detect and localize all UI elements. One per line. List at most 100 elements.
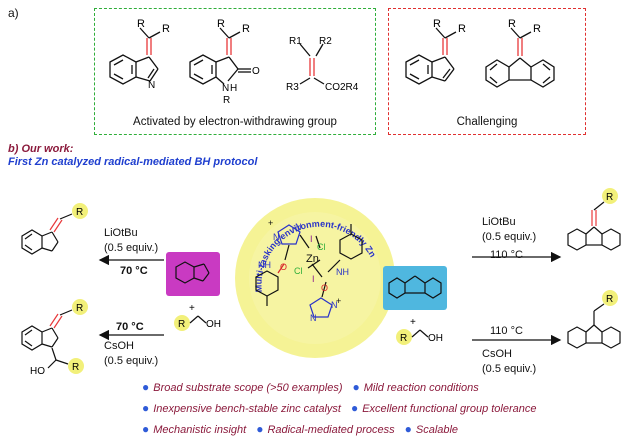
atom-I-2: I bbox=[312, 274, 315, 284]
atom-O-3: O bbox=[321, 283, 328, 293]
atom-Cl-2: Cl bbox=[294, 266, 303, 276]
atom-R-16: R bbox=[606, 294, 613, 305]
part-a-label: a) bbox=[8, 6, 19, 20]
atom-R-8: R bbox=[508, 18, 516, 30]
atom-NH-1: NH bbox=[258, 260, 271, 270]
indene-structure bbox=[175, 261, 210, 284]
atom-N-4: N bbox=[295, 222, 302, 232]
bullet-dot-icon: ● bbox=[352, 380, 360, 394]
challenging-box bbox=[388, 8, 586, 135]
left-top-conditions: LiOtBu (0.5 equiv.) bbox=[104, 226, 158, 256]
atom-I-1: I bbox=[310, 234, 313, 244]
oxindole-structure bbox=[189, 27, 251, 85]
right-top-temp: 110 °C bbox=[490, 249, 523, 261]
indene-box bbox=[166, 252, 220, 296]
atom-R-3: R bbox=[217, 18, 225, 30]
bullet-1: Broad substrate scope (>50 examples) bbox=[153, 382, 343, 394]
atom-CO2R4: CO2R4 bbox=[325, 82, 359, 93]
bullet-dot-icon: ● bbox=[142, 422, 150, 436]
product-right-bottom bbox=[567, 303, 621, 349]
plus-4: + bbox=[410, 317, 416, 328]
bullet-row-1: ●Broad substrate scope (>50 examples)●Mi… bbox=[142, 380, 479, 394]
plus-3: + bbox=[189, 303, 195, 314]
left-top-equiv: (0.5 equiv.) bbox=[104, 242, 159, 254]
atom-R-1: R bbox=[137, 18, 145, 30]
bullet-5: Mechanistic insight bbox=[153, 424, 247, 436]
bullet-4: Excellent functional group tolerance bbox=[362, 403, 537, 415]
atom-R3: R3 bbox=[286, 82, 299, 93]
atom-R-14: R bbox=[72, 362, 79, 373]
right-bottom-equiv: (0.5 equiv.) bbox=[482, 363, 537, 375]
left-bottom-conditions: CsOH (0.5 equiv.) bbox=[104, 339, 158, 369]
benzofulvene-structure bbox=[405, 27, 457, 85]
atom-R1: R1 bbox=[289, 36, 302, 47]
right-bottom-base: CsOH bbox=[482, 348, 512, 360]
atom-R-10: R bbox=[178, 319, 185, 330]
atom-N-5: N bbox=[310, 313, 317, 323]
right-bottom-conditions: CsOH (0.5 equiv.) bbox=[482, 347, 536, 377]
bullet-row-2: ●Inexpensive bench-stable zinc catalyst●… bbox=[142, 401, 537, 415]
our-work-label: b) Our work: bbox=[8, 143, 74, 155]
bullet-row-3: ●Mechanistic insight●Radical-mediated pr… bbox=[142, 422, 458, 436]
product-left-bottom bbox=[21, 309, 73, 369]
left-bottom-equiv: (0.5 equiv.) bbox=[104, 355, 159, 367]
atom-R-6: R bbox=[433, 18, 441, 30]
left-bottom-base: CsOH bbox=[104, 340, 134, 352]
bullet-dot-icon: ● bbox=[404, 422, 412, 436]
bullet-dot-icon: ● bbox=[142, 380, 150, 394]
atom-Zn: Zn bbox=[306, 253, 319, 265]
bullet-dot-icon: ● bbox=[256, 422, 264, 436]
atom-R-12: R bbox=[76, 207, 83, 218]
part-b-scheme: Multi-tasking environment-friendly Zn ca… bbox=[0, 180, 621, 377]
right-bottom-temp: 110 °C bbox=[490, 325, 523, 337]
zn-complex bbox=[255, 224, 363, 318]
atom-R-2: R bbox=[162, 23, 170, 35]
activated-caption: Activated by electron-withdrawing group bbox=[133, 116, 337, 128]
bullet-dot-icon: ● bbox=[350, 401, 359, 415]
challenging-caption: Challenging bbox=[456, 116, 518, 128]
bullet-2: Mild reaction conditions bbox=[363, 382, 479, 394]
atom-N-3: N bbox=[273, 232, 280, 242]
right-top-base: LiOtBu bbox=[482, 216, 516, 228]
subtitle: First Zn catalyzed radical-mediated BH p… bbox=[8, 156, 258, 168]
atom-H-1: H bbox=[230, 83, 237, 94]
activated-box bbox=[94, 8, 376, 135]
atom-OH-1: OH bbox=[206, 319, 221, 330]
atom-N-6: N bbox=[331, 300, 338, 310]
bullet-6: Radical-mediated process bbox=[267, 424, 395, 436]
product-right-top bbox=[567, 201, 621, 251]
product-left-top bbox=[21, 213, 73, 255]
fluorene-box bbox=[383, 266, 447, 310]
bullet-7: Scalable bbox=[415, 424, 459, 436]
plus-2: + bbox=[336, 296, 341, 306]
atom-O-1: O bbox=[252, 66, 260, 77]
atom-O-2: O bbox=[280, 262, 287, 272]
atom-NH-2: NH bbox=[336, 267, 349, 277]
atom-Cl-1: Cl bbox=[317, 242, 326, 252]
atom-R-11: R bbox=[400, 333, 407, 344]
atom-R-15: R bbox=[606, 192, 613, 203]
atom-R-9: R bbox=[533, 23, 541, 35]
dibenzofulvene-structure bbox=[485, 27, 555, 88]
atom-R-5: R bbox=[223, 95, 230, 106]
part-a-structures: R R N R R O N H R bbox=[109, 18, 555, 106]
atom-R-4: R bbox=[242, 23, 250, 35]
plus-1: + bbox=[268, 218, 273, 228]
bullet-dot-icon: ● bbox=[142, 401, 150, 415]
left-bottom-temp: 70 °C bbox=[116, 321, 144, 333]
left-top-temp: 70 °C bbox=[120, 265, 148, 277]
atom-OH-2: OH bbox=[428, 333, 443, 344]
right-top-equiv: (0.5 equiv.) bbox=[482, 231, 537, 243]
atom-N-2: N bbox=[222, 83, 229, 94]
atom-R-7: R bbox=[458, 23, 466, 35]
atom-N-1: N bbox=[148, 80, 155, 91]
acrylate-structure bbox=[299, 43, 325, 85]
right-top-conditions: LiOtBu (0.5 equiv.) bbox=[482, 215, 536, 245]
bullet-3: Inexpensive bench-stable zinc catalyst bbox=[153, 403, 341, 415]
atom-R-13: R bbox=[76, 303, 83, 314]
atom-HO: HO bbox=[30, 366, 45, 377]
fluorene-structure bbox=[388, 275, 442, 299]
atom-R2: R2 bbox=[319, 36, 332, 47]
left-top-base: LiOtBu bbox=[104, 227, 138, 239]
